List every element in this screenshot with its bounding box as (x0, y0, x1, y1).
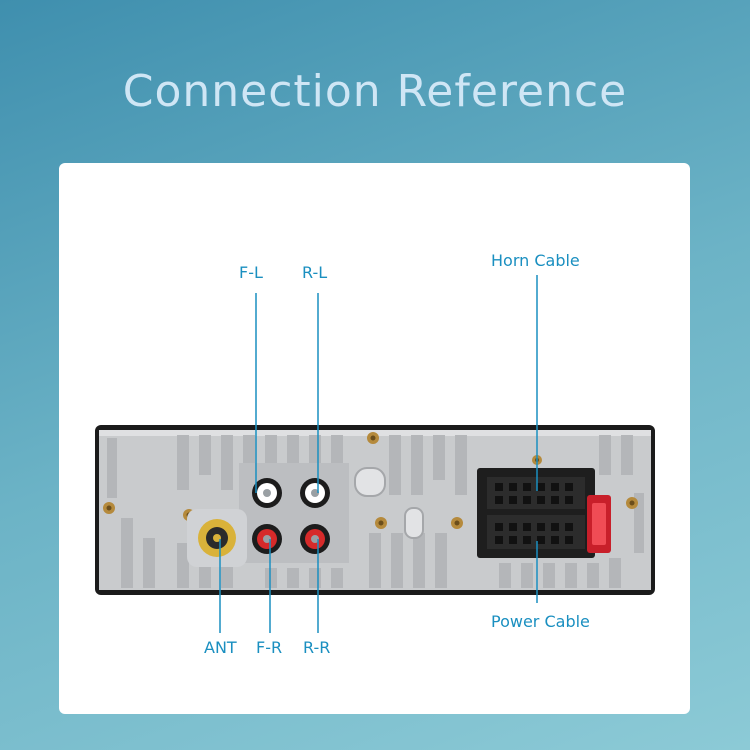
heatsink-fins-side (107, 438, 644, 553)
radio-back-panel-diagram (95, 275, 655, 633)
label-fl: F-L (239, 263, 263, 282)
label-ant: ANT (204, 638, 237, 657)
diagram-card: F-L R-L Horn Cable ANT F-R R-R Power Cab… (59, 163, 690, 714)
mounting-slot-2 (404, 507, 424, 539)
rca-jack-fl (252, 478, 282, 508)
page-title: Connection Reference (122, 66, 628, 117)
antenna-socket (187, 509, 247, 567)
label-fr: F-R (256, 638, 283, 657)
rca-jack-rr (300, 524, 330, 554)
rca-jack-fr (252, 524, 282, 554)
label-rl: R-L (302, 263, 328, 282)
label-rr: R-R (303, 638, 331, 657)
fuse-icon (587, 495, 611, 553)
label-horn-cable: Horn Cable (491, 251, 580, 270)
rca-jack-rl (300, 478, 330, 508)
label-power-cable: Power Cable (491, 612, 590, 631)
callout-lines (219, 275, 538, 633)
iso-connector (477, 468, 595, 558)
mounting-slot (354, 467, 386, 497)
